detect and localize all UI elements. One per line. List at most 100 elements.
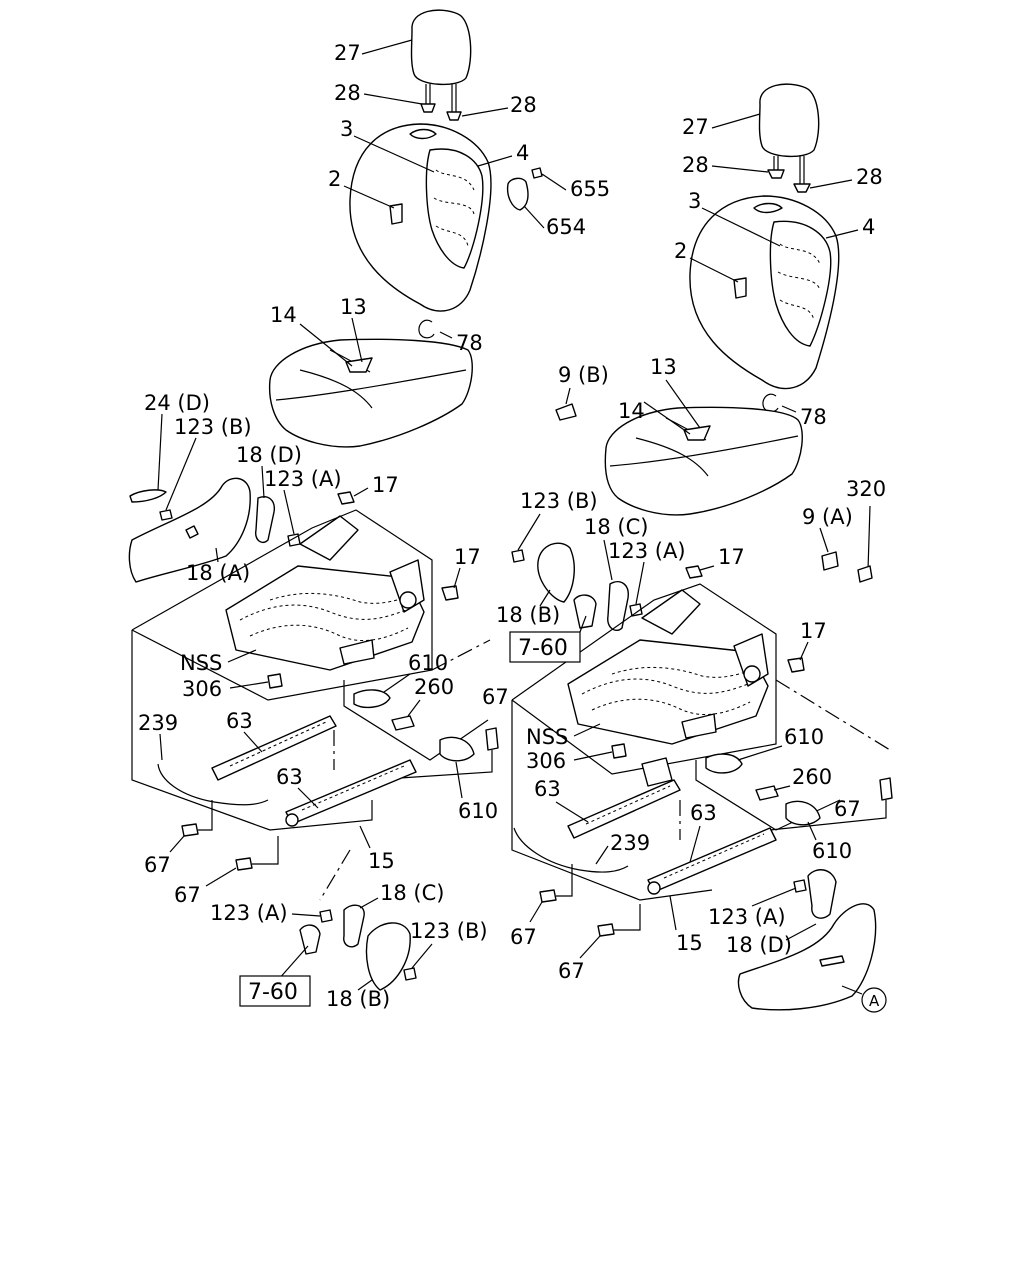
left-clip	[185, 525, 199, 539]
right-screw-123b	[511, 549, 525, 563]
label-78: 78	[456, 331, 483, 355]
right-group-outline-left	[511, 700, 713, 901]
label-67: 67	[174, 883, 201, 907]
label-67: 67	[482, 685, 509, 709]
right-clip-78	[762, 393, 779, 413]
right-leader-67a	[769, 800, 887, 831]
left-bracket-18d	[254, 496, 275, 544]
right-side-clip	[819, 955, 845, 967]
left-screw-123b	[159, 509, 173, 521]
label-2: 2	[674, 239, 687, 263]
label-123a: 123 (A)	[264, 467, 342, 491]
label-654: 654	[546, 215, 586, 239]
right-seat-frame	[567, 589, 769, 745]
label-18d: 18 (D)	[236, 443, 302, 467]
label-306: 306	[182, 677, 222, 701]
right-screw-123a2	[793, 879, 807, 893]
label-260: 260	[414, 675, 454, 699]
label-18c: 18 (C)	[380, 881, 444, 905]
label-123a: 123 (A)	[708, 905, 786, 929]
left-seat-back	[349, 123, 492, 312]
left-part-260	[391, 715, 415, 731]
right-bracket	[641, 757, 673, 787]
label-123b: 123 (B)	[410, 919, 488, 943]
right-seat-rail-lower	[647, 827, 777, 895]
right-clip-9a	[821, 551, 839, 571]
reference-box-label: 7-60	[248, 980, 298, 1005]
label-320: 320	[846, 477, 886, 501]
label-18d: 18 (D)	[726, 933, 792, 957]
left-part-610a	[353, 689, 391, 709]
label-nss: NSS	[180, 651, 222, 675]
left-seat-rail-upper	[211, 715, 337, 781]
label-18b: 18 (B)	[326, 987, 390, 1011]
left-seat-cushion	[268, 338, 473, 448]
label-14: 14	[618, 399, 645, 423]
right-seat-rail-upper	[567, 779, 681, 839]
right-seat-cushion	[604, 406, 803, 516]
left-group-outline-top	[131, 509, 433, 701]
label-9b: 9 (B)	[558, 363, 609, 387]
label-63: 63	[534, 777, 561, 801]
left-leader-67c	[252, 836, 279, 865]
right-seat-assembly	[511, 83, 893, 1011]
right-part-610b	[785, 800, 821, 826]
label-3: 3	[340, 117, 353, 141]
label-78: 78	[800, 405, 827, 429]
right-wire-320	[867, 505, 871, 571]
label-13: 13	[340, 295, 367, 319]
right-side-cover	[737, 903, 877, 1011]
label-655: 655	[570, 177, 610, 201]
label-63: 63	[690, 801, 717, 825]
right-wire-239	[513, 827, 629, 873]
reference-box	[509, 631, 581, 663]
left-bolt-67a	[485, 727, 499, 751]
label-nss: NSS	[526, 725, 568, 749]
label-123a: 123 (A)	[608, 539, 686, 563]
right-labels: 27 28 28 3 4 2 78 9 (B) 14 13 320 9 (A) …	[496, 113, 887, 1013]
right-bracket-18d-upper	[807, 869, 837, 919]
right-clip-9b	[555, 403, 577, 421]
label-2: 2	[328, 167, 341, 191]
right-bolt-17b	[787, 657, 805, 673]
left-headrest	[410, 9, 472, 121]
right-cover-18b	[537, 542, 575, 603]
label-27: 27	[334, 41, 361, 65]
label-14: 14	[270, 303, 297, 327]
label-17: 17	[454, 545, 481, 569]
right-end-320	[857, 565, 873, 583]
label-18c: 18 (C)	[584, 515, 648, 539]
left-nut-306	[267, 673, 283, 689]
label-3: 3	[688, 189, 701, 213]
label-610: 610	[408, 651, 448, 675]
label-260: 260	[792, 765, 832, 789]
right-part-610a	[705, 753, 743, 774]
left-trim-24d	[129, 489, 167, 503]
left-buckle	[299, 924, 321, 955]
right-bolt-17a	[685, 565, 703, 579]
label-15: 15	[368, 849, 395, 873]
label-17: 17	[372, 473, 399, 497]
right-bolt-67c	[597, 923, 615, 937]
label-15: 15	[676, 931, 703, 955]
label-28: 28	[334, 81, 361, 105]
left-cover-18b	[365, 922, 411, 991]
left-bolt-17b	[441, 585, 459, 601]
label-27: 27	[682, 115, 709, 139]
left-screw-123b2	[403, 967, 417, 981]
label-67: 67	[144, 853, 171, 877]
label-28: 28	[510, 93, 537, 117]
right-nut-306	[611, 743, 627, 759]
label-18a: 18 (A)	[186, 561, 250, 585]
left-wire-239	[157, 763, 269, 806]
label-239: 239	[610, 831, 650, 855]
reference-circle	[861, 987, 887, 1013]
right-group-outline-top	[511, 583, 777, 775]
label-17: 17	[718, 545, 745, 569]
right-bracket-18c	[607, 580, 629, 632]
label-67: 67	[834, 797, 861, 821]
left-labels: 27 28 28 3 4 2 655 654 78 14 13 24 (D) 1…	[138, 39, 610, 1011]
left-screw-655	[531, 167, 543, 179]
right-screw-123a	[629, 603, 643, 617]
